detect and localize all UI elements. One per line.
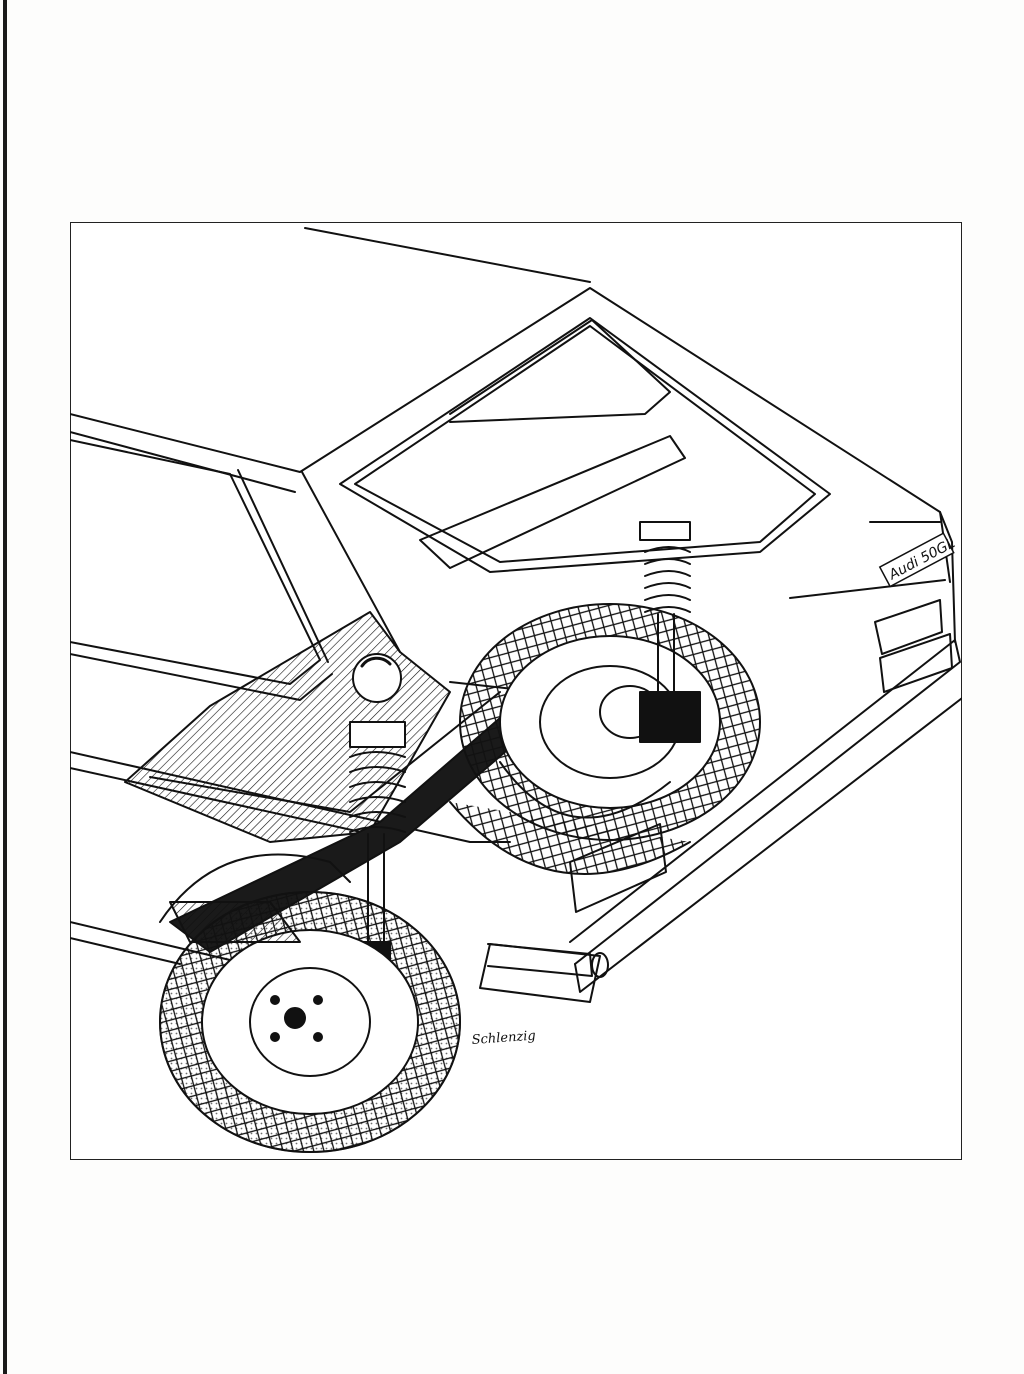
coil-spring-icon — [639, 521, 701, 743]
artist-signature: Schlenzig — [471, 1029, 536, 1048]
rear-suspension-cutaway-illustration: Audi 50GL Schlenzig — [70, 227, 962, 1153]
wheel-icon — [159, 891, 461, 1153]
bumper-block-icon — [479, 943, 601, 1003]
photo-edge-shadow — [3, 0, 7, 1374]
car-body-outline-icon — [70, 227, 962, 1003]
spare-wheel-icon — [449, 603, 761, 875]
fuel-cap-icon — [352, 653, 402, 703]
